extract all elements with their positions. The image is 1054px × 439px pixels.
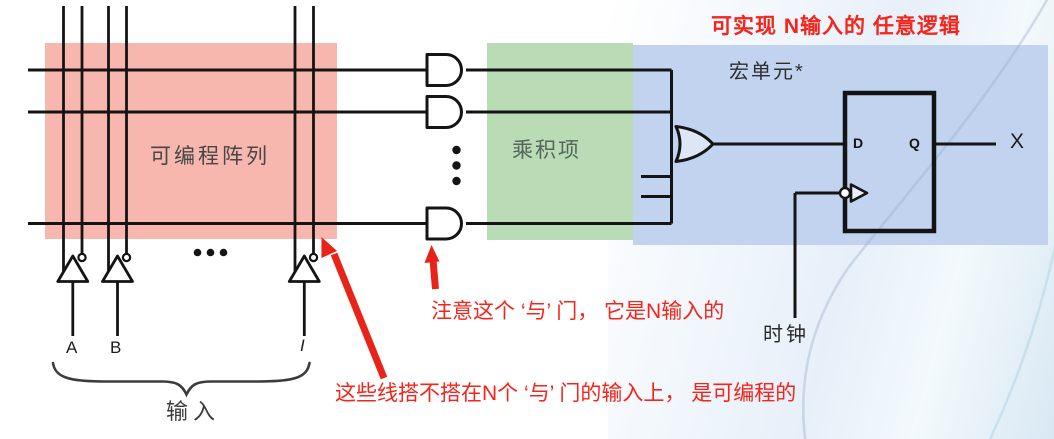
arrow-to-array-lines-head xyxy=(321,237,337,258)
array-vertical-lines xyxy=(62,6,315,272)
clock-label: 时钟 xyxy=(763,324,809,346)
inverter-bubble-i xyxy=(308,252,319,263)
inverter-bubble-b xyxy=(121,252,132,263)
arrow-to-and-gate-head xyxy=(424,245,440,263)
programmable-array-label: 可编程阵列 xyxy=(150,145,270,168)
annotation-arrows xyxy=(321,237,440,380)
clock-bubble-icon xyxy=(838,186,852,200)
and-gate-1 xyxy=(425,53,463,87)
macrocell-label: 宏单元* xyxy=(729,61,805,83)
programmable-array-box xyxy=(45,43,337,239)
input-label-b: B xyxy=(110,338,122,357)
input-buffers xyxy=(56,252,321,283)
and-gate-annotation: 注意这个 ‘与’ 门， 它是N输入的 xyxy=(431,300,725,323)
product-terms-box xyxy=(487,43,633,240)
input-label-i: I xyxy=(300,336,305,355)
product-terms-label: 乘积项 xyxy=(512,139,581,162)
flipflop-q-label: Q xyxy=(909,135,920,151)
product-term-output-lines xyxy=(466,68,673,225)
and-gate-3 xyxy=(425,206,463,241)
inputs-brace xyxy=(51,361,311,398)
input-label-a: A xyxy=(66,338,78,357)
ellipsis-horizontal-icon xyxy=(193,248,228,257)
background-swoosh-curves xyxy=(801,0,1054,439)
flipflop-d-label: D xyxy=(853,135,864,151)
clock-edge-triangle-icon xyxy=(849,183,869,203)
programmable-annotation: 这些线搭不搭在N个 ‘与’ 门的输入上， 是可编程的 xyxy=(335,382,797,405)
ellipsis-vertical-icon xyxy=(452,145,461,186)
array-row-lines xyxy=(28,68,427,225)
arrow-to-array-lines xyxy=(330,252,388,380)
input-stems xyxy=(71,281,306,336)
output-label-x: X xyxy=(1010,130,1025,153)
arrow-to-and-gate xyxy=(429,259,439,290)
inverter-bubble-a xyxy=(77,252,87,263)
d-flipflop xyxy=(842,90,937,234)
and-gate-2 xyxy=(425,95,463,129)
inputs-brace-label: 输入 xyxy=(166,399,221,424)
or-gate xyxy=(674,125,715,163)
top-note-text: 可实现 N输入的 任意逻辑 xyxy=(711,15,961,38)
